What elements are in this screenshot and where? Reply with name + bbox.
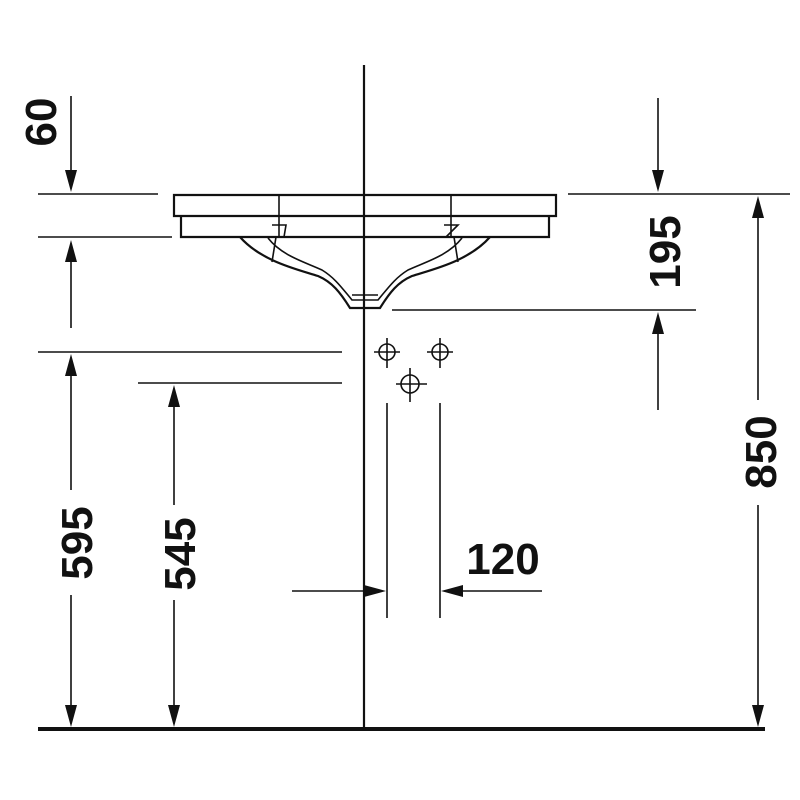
dimension-850-label: 850: [737, 415, 786, 488]
dimension-120-label: 120: [466, 535, 539, 584]
dimension-595-label: 595: [53, 506, 102, 579]
dimension-595: 595: [53, 354, 102, 727]
left-pipe-symbol: [374, 338, 400, 368]
dimension-850: 850: [737, 196, 786, 727]
dimension-545: 545: [156, 385, 205, 727]
center-pipe-symbol: [396, 368, 427, 402]
extension-lines: [38, 193, 790, 618]
basin-bowl: [239, 236, 491, 310]
dimension-195: 195: [641, 98, 690, 410]
right-pipe-symbol: [427, 338, 453, 368]
dimension-195-label: 195: [641, 215, 690, 288]
dimension-545-label: 545: [156, 517, 205, 590]
basin-lower-body: [179, 216, 551, 239]
left-bracket: [271, 224, 287, 263]
basin-rim: [172, 193, 558, 218]
pipe-connections: [374, 338, 453, 402]
dimension-60: 60: [17, 96, 77, 328]
right-bracket: [444, 224, 460, 263]
washbasin: [172, 193, 558, 310]
dimension-60-label: 60: [17, 98, 66, 147]
basin-bowl-inner: [267, 237, 463, 301]
dimension-120: 120: [292, 535, 542, 597]
